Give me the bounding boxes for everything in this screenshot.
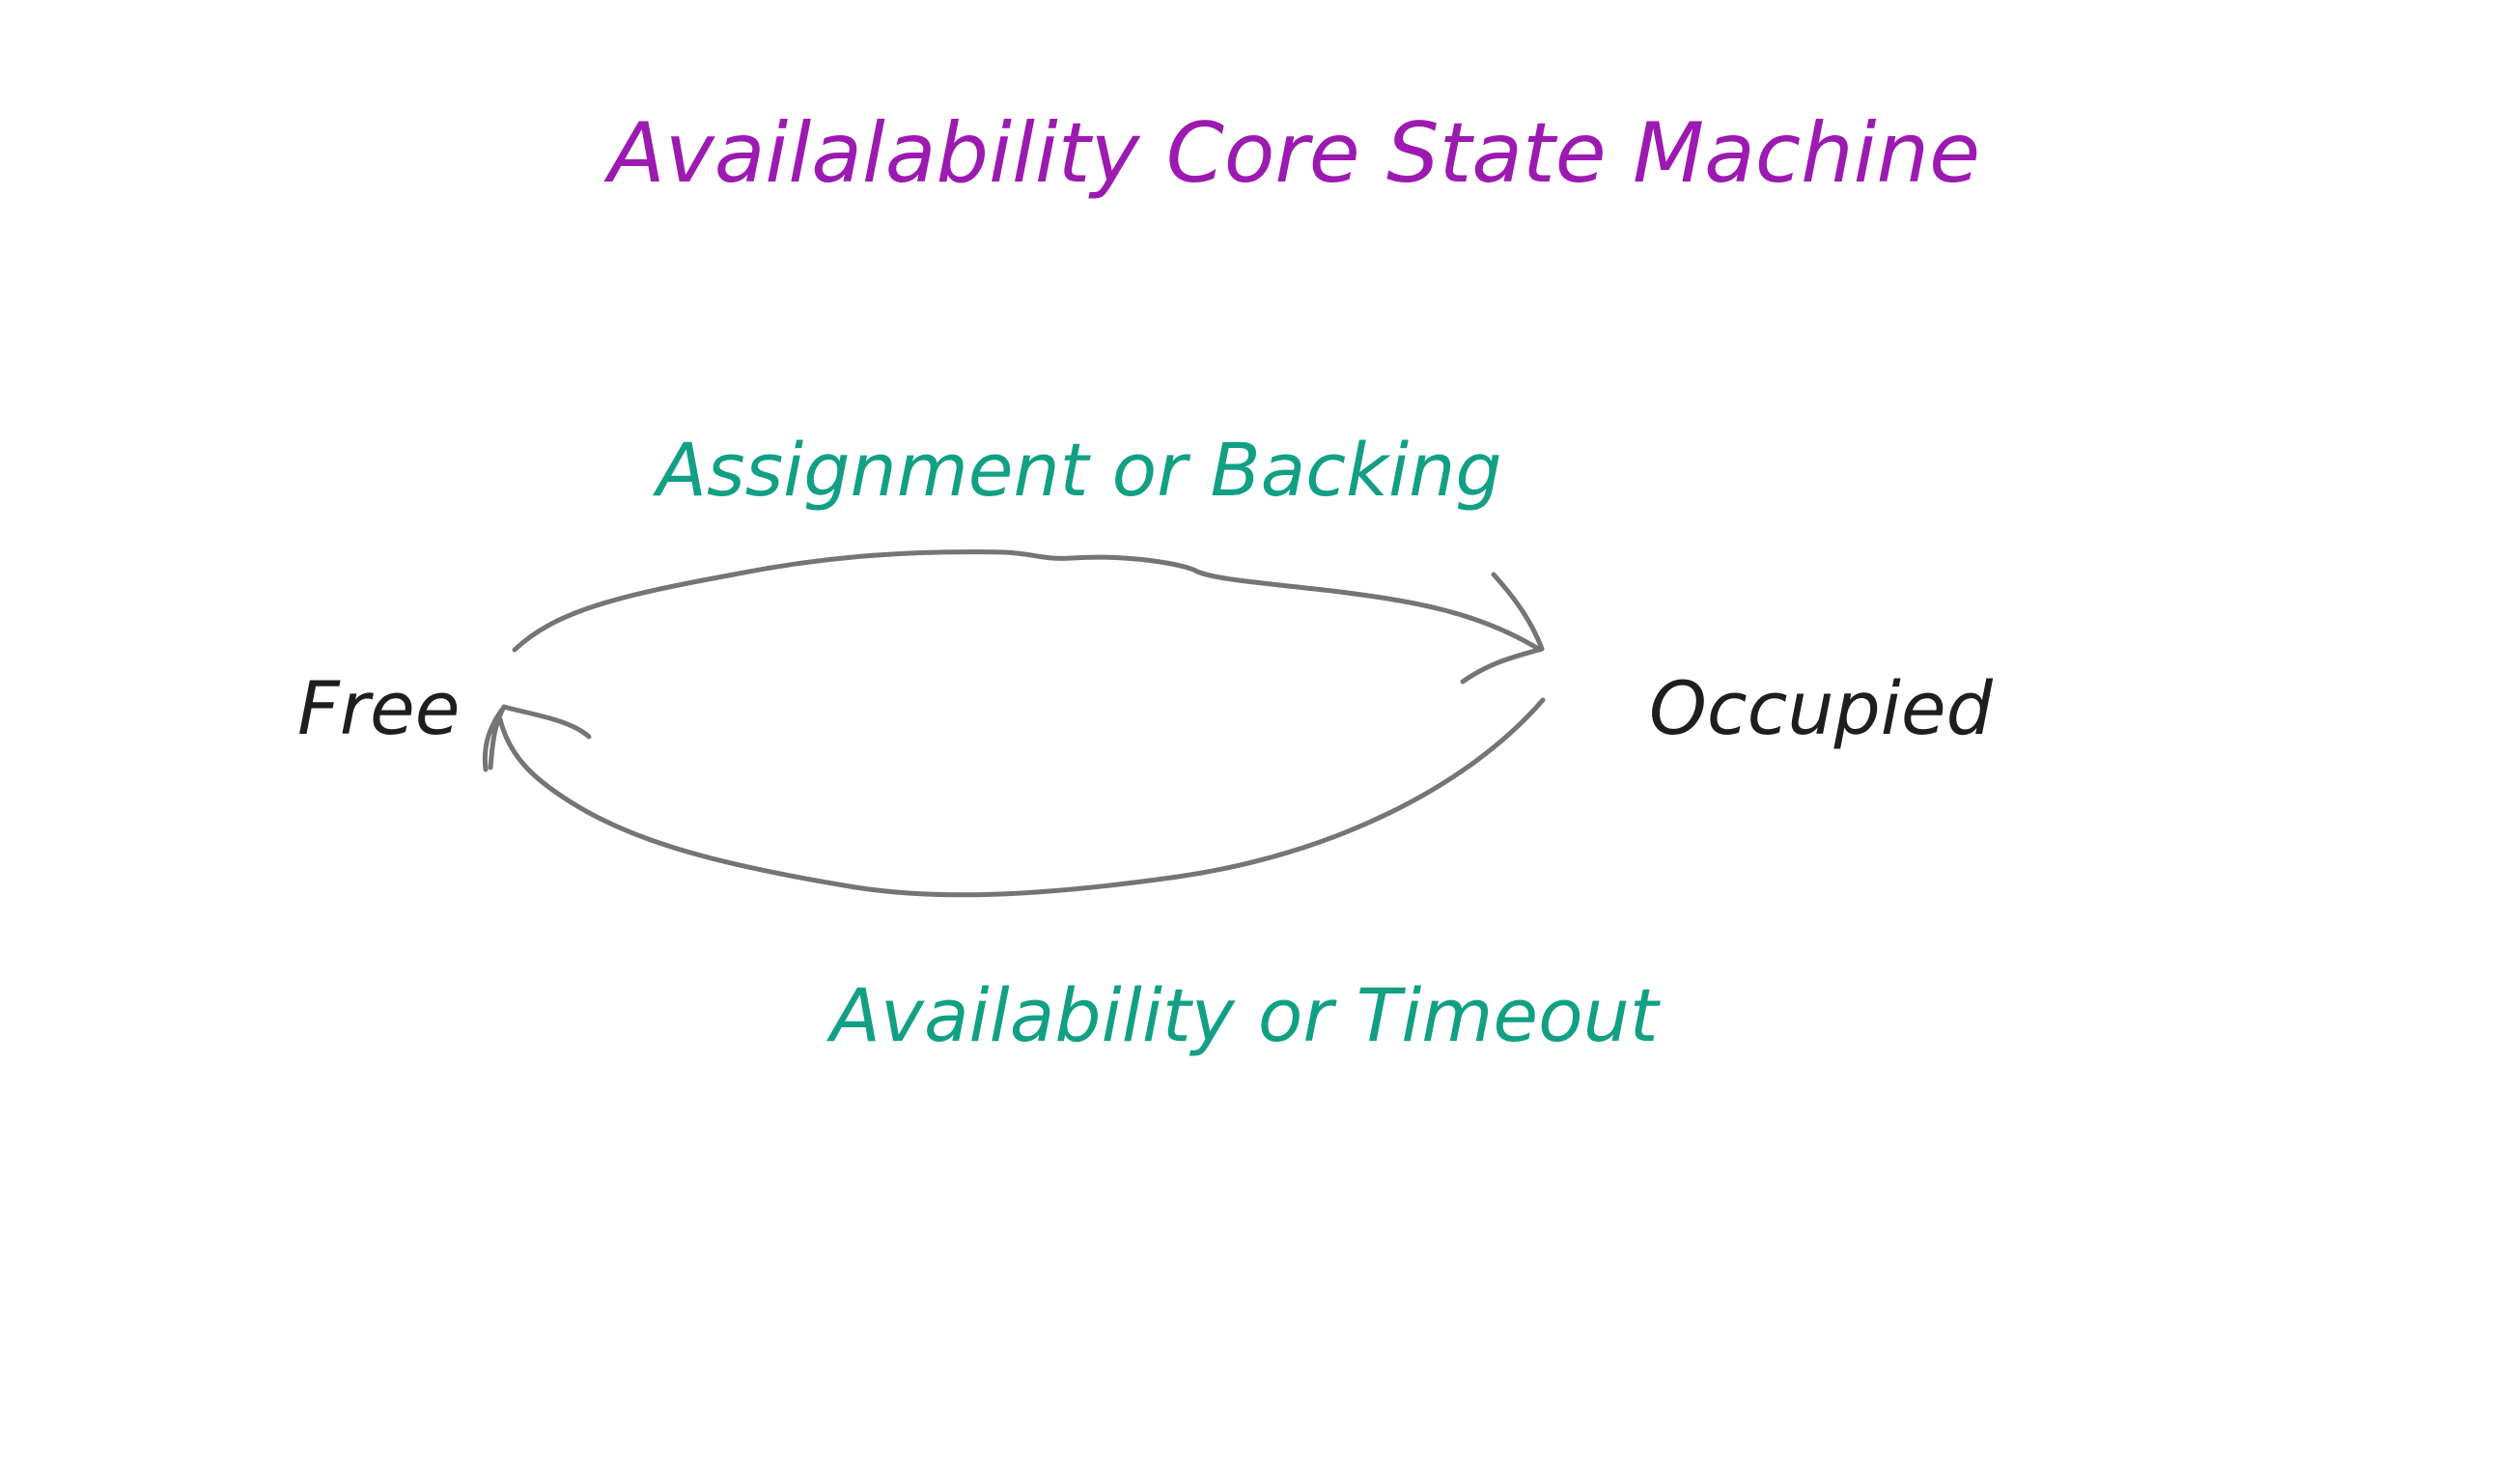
transition-occupied-to-free-label: Availability or Timeout: [825, 972, 1662, 1058]
state-free-label: Free: [297, 665, 460, 751]
state-occupied-label: Occupied: [1649, 665, 1994, 751]
diagram-title: Availalability Core State Machine: [603, 105, 1980, 202]
arrow-occupied-to-free-head: [482, 704, 592, 772]
arrow-free-to-occupied-head: [1460, 572, 1545, 685]
arrow-occupied-to-free: [482, 697, 1546, 898]
arrow-free-to-occupied-shaft: [512, 549, 1543, 653]
arrow-free-to-occupied: [512, 549, 1545, 685]
arrow-occupied-to-free-shaft: [497, 697, 1546, 898]
transition-free-to-occupied-label: Assignment or Backing: [652, 427, 1502, 513]
